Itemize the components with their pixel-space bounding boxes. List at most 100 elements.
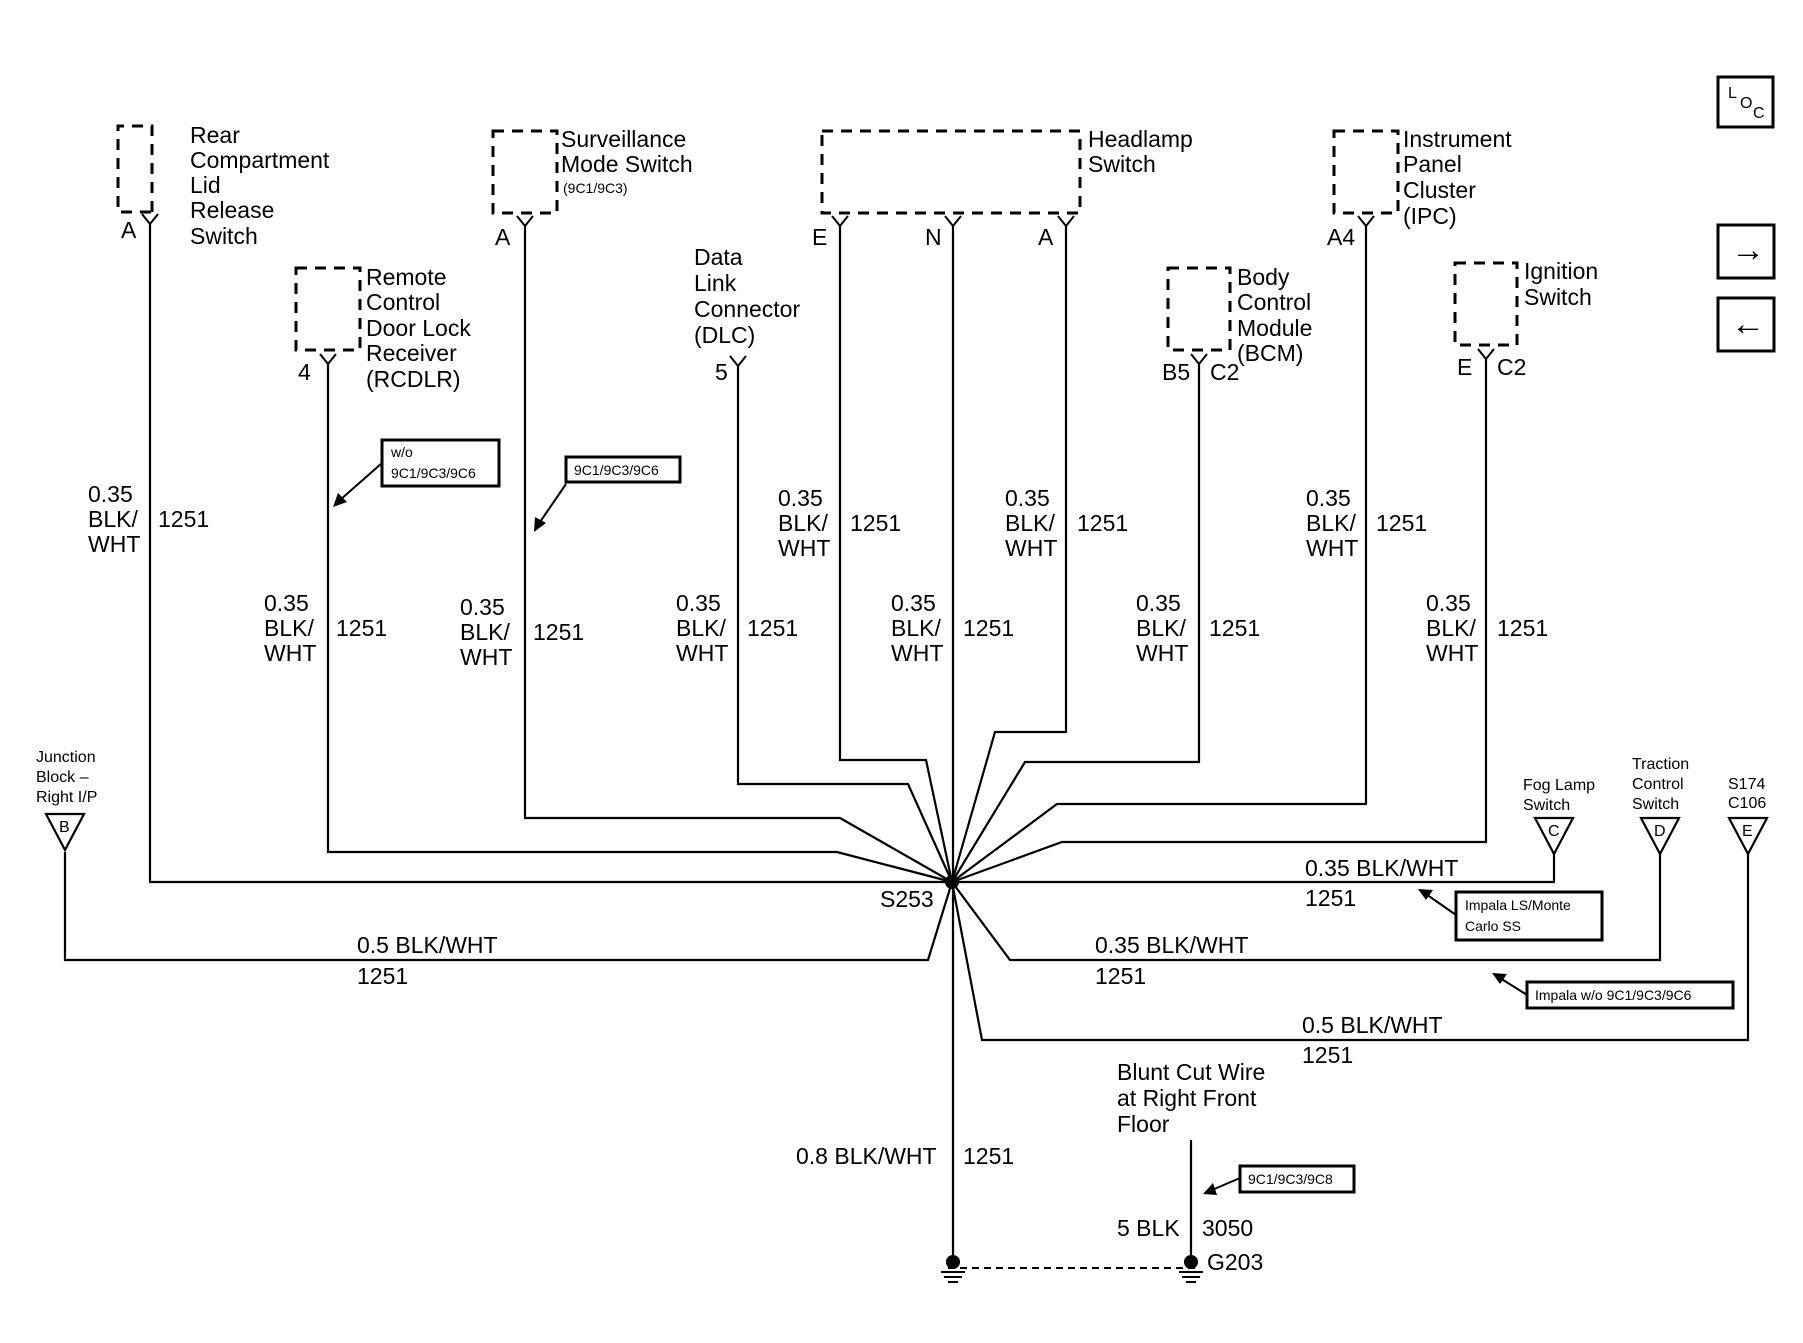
svg-text:1251: 1251 — [1209, 615, 1260, 641]
svg-text:E: E — [1742, 823, 1753, 840]
svg-text:Mode Switch: Mode Switch — [561, 151, 693, 177]
svg-text:Impala LS/Monte: Impala LS/Monte — [1465, 897, 1571, 913]
svg-text:Body: Body — [1237, 264, 1290, 290]
blunt-cut-wire-label: Blunt Cut Wire at Right Front Floor — [1117, 1059, 1265, 1137]
svg-text:0.35: 0.35 — [460, 594, 505, 620]
svg-text:1251: 1251 — [357, 963, 408, 989]
svg-text:3050: 3050 — [1202, 1215, 1253, 1241]
svg-text:WHT: WHT — [1426, 640, 1478, 666]
wires — [63, 224, 1750, 1269]
svg-text:Switch: Switch — [1523, 797, 1570, 814]
svg-text:BLK/: BLK/ — [264, 615, 314, 641]
connector-label: C2 — [1210, 359, 1239, 385]
remote-control-door-lock-receiver: Remote Control Door Lock Receiver (RCDLR… — [294, 264, 471, 392]
svg-text:WHT: WHT — [1306, 535, 1358, 561]
svg-text:w/o: w/o — [390, 444, 413, 460]
svg-text:Control: Control — [1632, 776, 1684, 793]
callout-options-1: 9C1/9C3/9C6 — [534, 455, 682, 532]
svg-text:BLK/: BLK/ — [676, 615, 726, 641]
svg-text:Floor: Floor — [1117, 1111, 1170, 1137]
loc-button[interactable]: L O C — [1716, 75, 1775, 129]
svg-text:O: O — [1740, 95, 1752, 112]
splice-label: S253 — [880, 886, 934, 912]
svg-text:WHT: WHT — [88, 531, 140, 557]
svg-text:5 BLK: 5 BLK — [1117, 1215, 1180, 1241]
svg-text:1251: 1251 — [963, 615, 1014, 641]
svg-text:L: L — [1728, 85, 1737, 102]
callout-options-2: 9C1/9C3/9C8 — [1203, 1164, 1356, 1195]
svg-text:WHT: WHT — [1005, 535, 1057, 561]
svg-text:1251: 1251 — [533, 619, 584, 645]
svg-text:1251: 1251 — [1376, 510, 1427, 536]
svg-text:Impala w/o 9C1/9C3/9C6: Impala w/o 9C1/9C3/9C6 — [1535, 987, 1692, 1003]
callout-wo-options: w/o 9C1/9C3/9C6 — [333, 438, 501, 507]
svg-text:BLK/: BLK/ — [1426, 615, 1476, 641]
svg-text:Block –: Block – — [36, 769, 89, 786]
svg-text:D: D — [1654, 823, 1666, 840]
svg-text:1251: 1251 — [1305, 885, 1356, 911]
svg-text:1251: 1251 — [1302, 1042, 1353, 1068]
svg-text:Instrument: Instrument — [1403, 126, 1512, 152]
ground-symbol — [941, 1255, 1203, 1283]
data-link-connector: Data Link Connector (DLC) 5 — [694, 244, 800, 385]
svg-text:Data: Data — [694, 244, 743, 270]
svg-text:BLK/: BLK/ — [1136, 615, 1186, 641]
svg-text:WHT: WHT — [460, 644, 512, 670]
traction-control-switch-connector: Traction Control Switch D — [1632, 756, 1689, 857]
s174-connector: S174 C106 E — [1727, 776, 1769, 857]
svg-text:Blunt Cut Wire: Blunt Cut Wire — [1117, 1059, 1265, 1085]
svg-text:Junction: Junction — [36, 749, 96, 766]
svg-text:S174: S174 — [1728, 776, 1765, 793]
pin-label: A4 — [1327, 224, 1355, 250]
svg-text:WHT: WHT — [778, 535, 830, 561]
svg-text:Release: Release — [190, 197, 274, 223]
svg-text:0.35: 0.35 — [778, 485, 823, 511]
pin-label: B5 — [1162, 359, 1190, 385]
svg-text:(9C1/9C3): (9C1/9C3) — [563, 180, 628, 196]
prev-page-button[interactable]: ← — [1716, 296, 1776, 353]
svg-text:Module: Module — [1237, 315, 1312, 341]
svg-text:Connector: Connector — [694, 296, 800, 322]
svg-text:BLK/: BLK/ — [778, 510, 828, 536]
svg-text:1251: 1251 — [336, 615, 387, 641]
svg-text:0.35: 0.35 — [1136, 590, 1181, 616]
svg-text:0.5 BLK/WHT: 0.5 BLK/WHT — [357, 932, 498, 958]
svg-text:BLK/: BLK/ — [891, 615, 941, 641]
svg-text:at Right Front: at Right Front — [1117, 1085, 1257, 1111]
svg-text:Control: Control — [366, 289, 440, 315]
junction-block-connector: Junction Block – Right I/P B — [36, 749, 97, 853]
arrow-right-icon: → — [1731, 231, 1765, 269]
pin-label: 4 — [298, 359, 311, 385]
wire-labels: 0.35 BLK/ WHT 1251 0.35 BLK/ WHT 1251 0.… — [88, 481, 1548, 1241]
pin-label: E — [1457, 354, 1472, 380]
svg-text:BLK/: BLK/ — [460, 619, 510, 645]
svg-text:Compartment: Compartment — [190, 147, 330, 173]
svg-text:B: B — [59, 819, 70, 836]
svg-text:0.35: 0.35 — [676, 590, 721, 616]
connector-label: C2 — [1497, 354, 1526, 380]
next-page-button[interactable]: → — [1716, 223, 1776, 280]
body-control-module: Body Control Module (BCM) B5 C2 — [1162, 264, 1312, 385]
svg-text:0.35: 0.35 — [1005, 485, 1050, 511]
svg-text:BLK/: BLK/ — [1306, 510, 1356, 536]
svg-text:9C1/9C3/9C6: 9C1/9C3/9C6 — [574, 462, 659, 478]
svg-text:1251: 1251 — [1497, 615, 1548, 641]
svg-text:Cluster: Cluster — [1403, 177, 1476, 203]
svg-text:WHT: WHT — [676, 640, 728, 666]
svg-text:Switch: Switch — [190, 223, 258, 249]
svg-text:Rear: Rear — [190, 122, 240, 148]
svg-text:Lid: Lid — [190, 172, 221, 198]
svg-text:1251: 1251 — [963, 1143, 1014, 1169]
svg-text:Link: Link — [694, 270, 737, 296]
surveillance-mode-switch: Surveillance Mode Switch (9C1/9C3) A — [491, 126, 693, 250]
svg-text:BLK/: BLK/ — [88, 506, 138, 532]
callout-impala-wo: Impala w/o 9C1/9C3/9C6 — [1492, 973, 1735, 1010]
svg-text:0.35 BLK/WHT: 0.35 BLK/WHT — [1095, 932, 1248, 958]
svg-text:Ignition: Ignition — [1524, 258, 1598, 284]
svg-text:0.5 BLK/WHT: 0.5 BLK/WHT — [1302, 1012, 1443, 1038]
svg-text:BLK/: BLK/ — [1005, 510, 1055, 536]
svg-text:0.35: 0.35 — [264, 590, 309, 616]
svg-text:C106: C106 — [1728, 795, 1766, 812]
ground-label: G203 — [1207, 1249, 1263, 1275]
